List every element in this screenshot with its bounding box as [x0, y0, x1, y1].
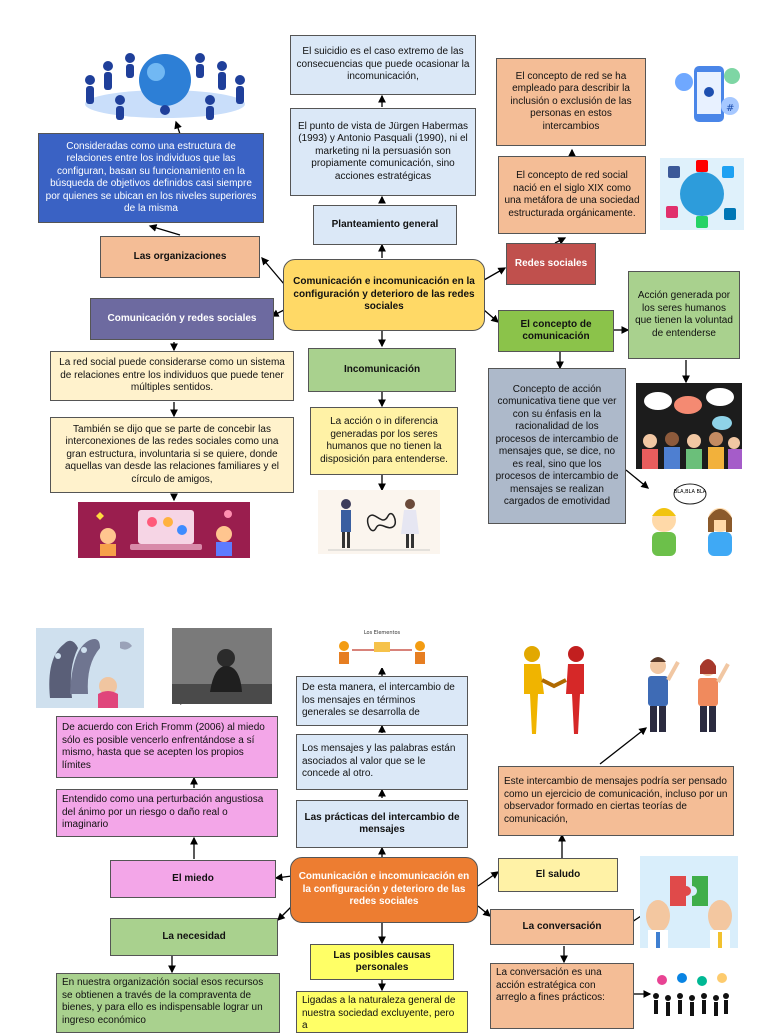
box-comunicacion-redes-sociales: Comunicación y redes sociales	[90, 298, 274, 340]
box-posibles-causas: Las posibles causas personales	[310, 944, 454, 980]
box-fromm: De acuerdo con Erich Fromm (2006) al mie…	[56, 716, 278, 778]
box-conversacion-estrategica: La conversación es una acción estratégic…	[490, 963, 634, 1029]
phone-social-icons-image: #	[672, 56, 744, 132]
box-concepto-comunicacion: El concepto de comunicación	[498, 310, 614, 352]
box-accion-indiferencia-text: La acción o in diferencia generadas por …	[320, 416, 448, 465]
box-las-organizaciones-text: Las organizaciones	[133, 250, 227, 262]
box-concepto-red-social-text: El concepto de red social nació en el si…	[504, 170, 640, 219]
central-topic-top-text: Comunicación e incomunicación en la conf…	[293, 276, 475, 313]
box-este-intercambio-text: Este intercambio de mensajes podría ser …	[504, 776, 728, 825]
box-concepto-red-text: El concepto de red se ha empleado para d…	[510, 70, 632, 132]
box-ligadas: Ligadas a la naturaleza general de nuest…	[296, 991, 468, 1033]
tangled-communication-image	[318, 490, 440, 554]
handshake-figures-image	[514, 640, 594, 736]
box-redes-sociales: Redes sociales	[506, 243, 596, 285]
central-topic-top: Comunicación e incomunicación en la conf…	[283, 259, 485, 331]
box-habermas-text: El punto de vista de Jürgen Habermas (19…	[297, 120, 469, 182]
box-posibles-causas-text: Las posibles causas personales	[333, 949, 431, 974]
box-de-esta-manera: De esta manera, el intercambio de los me…	[296, 676, 468, 726]
box-la-necesidad: La necesidad	[110, 918, 278, 956]
svg-text:#: #	[726, 103, 734, 114]
box-consideradas: Consideradas como una estructura de rela…	[38, 133, 264, 223]
crowd-bubbles-image	[648, 972, 732, 1020]
social-network-globe-image	[660, 158, 744, 230]
box-redes-sociales-text: Redes sociales	[514, 257, 588, 269]
box-red-social-puede-text: La red social puede considerarse como un…	[59, 357, 285, 394]
box-el-saludo: El saludo	[498, 858, 618, 892]
sad-man-image	[172, 628, 272, 704]
box-suicidio: El suicidio es el caso extremo de las co…	[290, 35, 476, 95]
box-incomunicacion-text: Incomunicación	[343, 363, 421, 375]
communication-elements-image: Los Elementos	[330, 628, 434, 668]
central-topic-bottom-text: Comunicación e incomunicación en la conf…	[298, 871, 470, 908]
box-conversacion-estrategica-text: La conversación es una acción estratégic…	[496, 967, 605, 1003]
people-globe-image	[70, 44, 260, 124]
box-red-social-puede: La red social puede considerarse como un…	[50, 351, 294, 401]
box-mensajes-palabras-text: Los mensajes y las palabras están asocia…	[302, 743, 456, 780]
box-entendido: Entendido como una perturbación angustio…	[56, 789, 278, 837]
box-accion-generada: Acción generada por los seres humanos qu…	[628, 271, 740, 359]
box-tambien-se-dijo-text: También se dijo que se parte de concebir…	[64, 423, 279, 485]
speech-bubbles-crowd-image	[636, 383, 742, 469]
box-ligadas-text: Ligadas a la naturaleza general de nuest…	[302, 995, 456, 1031]
box-el-miedo-text: El miedo	[172, 872, 214, 884]
box-concepto-accion: Concepto de acción comunicativa tiene qu…	[488, 368, 626, 524]
box-concepto-red: El concepto de red se ha empleado para d…	[496, 58, 646, 146]
bubble-text: BLA,BLA BLA	[674, 489, 707, 495]
box-planteamiento-general-text: Planteamiento general	[331, 218, 439, 230]
box-accion-generada-text: Acción generada por los seres humanos qu…	[635, 290, 733, 339]
puzzle-heads-image	[640, 856, 738, 948]
box-concepto-accion-text: Concepto de acción comunicativa tiene qu…	[495, 383, 619, 508]
elements-caption-text: Los Elementos	[364, 630, 401, 636]
social-media-laptop-image	[78, 502, 250, 558]
box-practicas-intercambio: Las prácticas del intercambio de mensaje…	[296, 800, 468, 848]
box-la-necesidad-text: La necesidad	[162, 930, 226, 942]
box-entendido-text: Entendido como una perturbación angustio…	[62, 794, 264, 831]
box-organizacion-social-text: En nuestra organización social esos recu…	[62, 977, 264, 1026]
box-mensajes-palabras: Los mensajes y las palabras están asocia…	[296, 734, 468, 790]
box-la-conversacion: La conversación	[490, 909, 634, 945]
waving-people-image	[628, 650, 738, 734]
box-el-miedo: El miedo	[110, 860, 276, 898]
fear-shadows-image	[36, 628, 144, 708]
box-habermas: El punto de vista de Jürgen Habermas (19…	[290, 108, 476, 196]
box-concepto-red-social: El concepto de red social nació en el si…	[498, 156, 646, 234]
box-de-esta-manera-text: De esta manera, el intercambio de los me…	[302, 682, 455, 719]
box-las-organizaciones: Las organizaciones	[100, 236, 260, 278]
box-tambien-se-dijo: También se dijo que se parte de concebir…	[50, 417, 294, 493]
box-la-conversacion-text: La conversación	[522, 920, 602, 932]
two-people-talking-image: BLA,BLA BLA	[640, 482, 744, 556]
box-accion-indiferencia: La acción o in diferencia generadas por …	[310, 407, 458, 475]
box-incomunicacion: Incomunicación	[308, 348, 456, 392]
box-suicidio-text: El suicidio es el caso extremo de las co…	[296, 46, 470, 83]
box-el-saludo-text: El saludo	[535, 868, 581, 880]
box-planteamiento-general: Planteamiento general	[313, 205, 457, 245]
box-concepto-comunicacion-text: El concepto de comunicación	[520, 318, 592, 343]
central-topic-bottom: Comunicación e incomunicación en la conf…	[290, 857, 478, 923]
box-comunicacion-redes-sociales-text: Comunicación y redes sociales	[107, 312, 257, 324]
box-fromm-text: De acuerdo con Erich Fromm (2006) al mie…	[62, 722, 265, 771]
box-este-intercambio: Este intercambio de mensajes podría ser …	[498, 766, 734, 836]
box-practicas-intercambio-text: Las prácticas del intercambio de mensaje…	[304, 811, 460, 836]
box-organizacion-social: En nuestra organización social esos recu…	[56, 973, 280, 1033]
box-consideradas-text: Consideradas como una estructura de rela…	[45, 140, 257, 215]
